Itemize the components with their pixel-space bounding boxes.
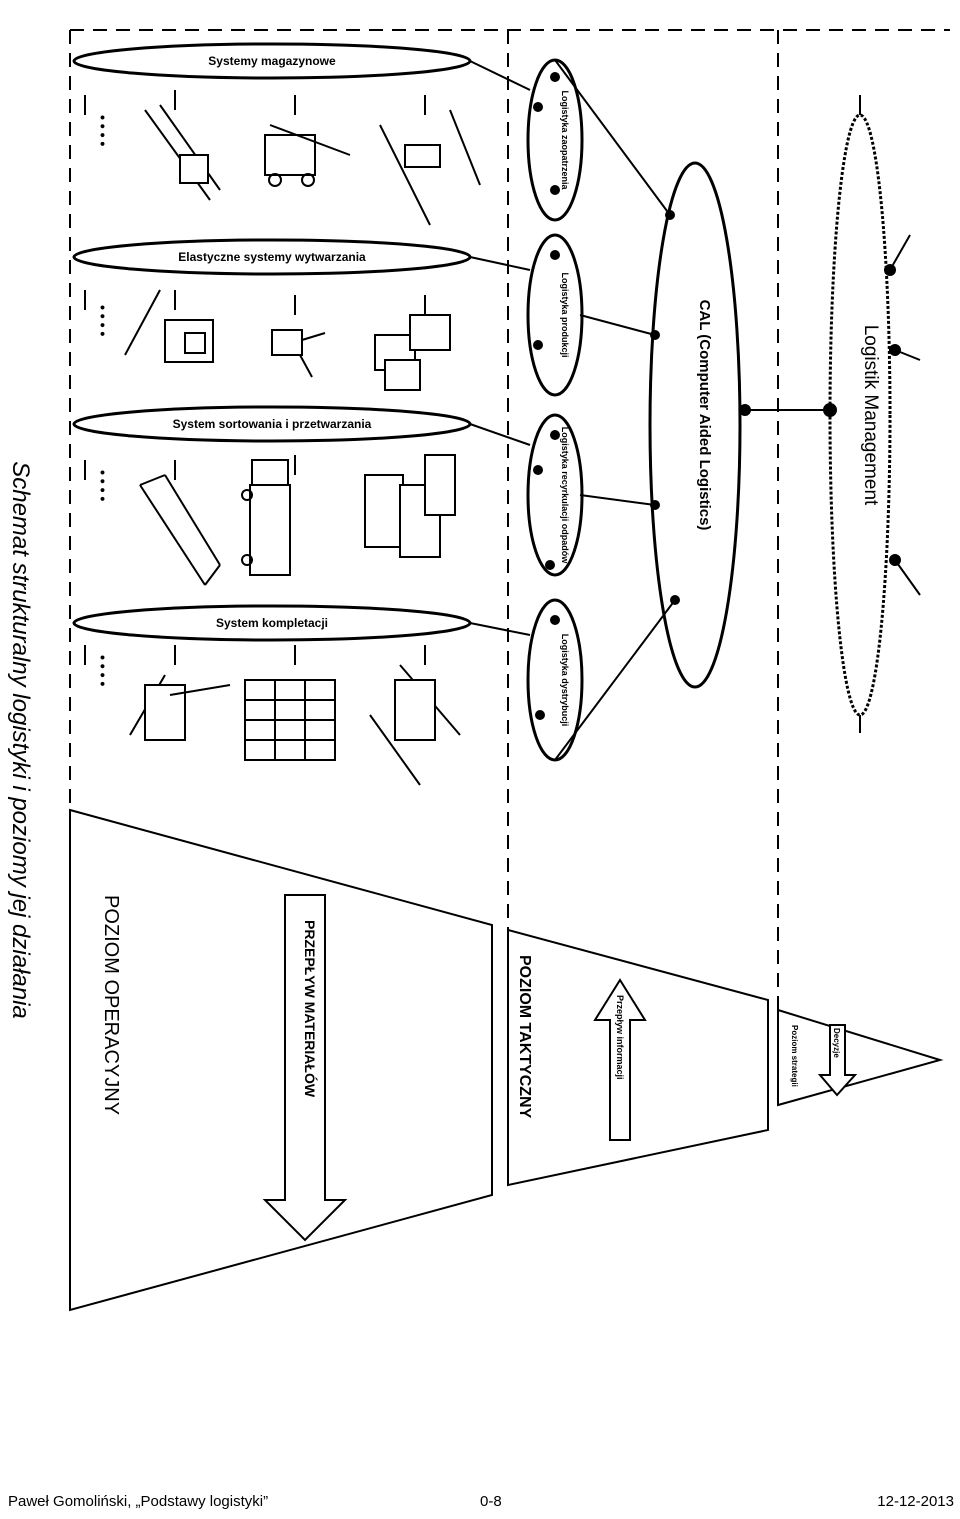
ellipsis-dots-1: • • • • [95,305,111,336]
material-flow-label: PRZEPŁYW MATERIAŁÓW [302,920,319,1098]
material-flow-arrow [262,894,348,1242]
pyramid-operational-band [69,808,493,1312]
information-flow-arrow [593,978,647,1141]
connector-nodes [533,72,751,720]
footer-page-number: 0-8 [480,1493,502,1510]
strategic-level-label: Poziom strategii [790,1025,799,1087]
pallet-blocks-icon [364,454,456,558]
carton-stack-icon [244,645,336,761]
overhead-crane-icon [379,95,481,226]
slide-title-text: Schemat strukturalny logistyki i poziomy… [7,461,34,1019]
forklift-icon [264,95,351,187]
ellipsis-dots-0: • • • • [95,115,111,146]
decisions-arrow [817,1024,858,1097]
operational-ring-labels: Systemy magazynowe Elastyczne systemy wy… [173,54,372,630]
robot-arm-icon [271,295,326,378]
logistics-subsystem-labels: Logistyka zaopatrzenia Logistyka produkc… [560,90,570,726]
management-oval [828,113,892,717]
management-spokes [823,95,921,733]
cal-oval [648,161,742,689]
ellipsis-markers: • • • • • • • • • • • • • • • • [95,115,111,686]
ring-label-0: Systemy magazynowe [208,54,336,68]
decisions-label: Decyzje [832,1028,841,1058]
ring-label-2: System sortowania i przetwarzania [173,417,372,431]
dashed-frame [69,29,950,1315]
logistics-subsystem-ovals [526,58,584,762]
subsystem-to-cal-connectors [554,59,676,761]
ring-to-subsystem-connectors [469,60,531,636]
storage-shelf-icon [369,645,461,786]
subsystem-label-3: Logistyka dystrybucji [560,634,570,727]
ellipsis-dots-2: • • • • [95,470,111,501]
subsystem-label-1: Logistyka produkcji [560,272,570,357]
tactical-level-label: POZIOM TAKTYCZNY [516,955,533,1119]
ellipsis-dots-3: • • • • [95,655,111,686]
sorting-conveyor-icon [84,460,221,586]
cal-label: CAL (Computer Aided Logistics) [696,300,713,531]
management-label: Logistik Management [860,325,881,506]
equipment-sketches [84,90,481,786]
pyramid-strategic-apex [777,1008,944,1107]
machining-center-icon [84,289,214,363]
ring-label-1: Elastyczne systemy wytwarzania [178,250,366,264]
subsystem-label-0: Logistyka zaopatrzenia [560,90,570,190]
pyramid [69,808,944,1312]
subsystem-label-2: Logistyka recyrkulacji odpadów [560,427,570,565]
truck-icon [241,455,296,576]
information-flow-label: Przepływ informacji [615,995,625,1080]
footer-author: Paweł Gomoliński, „Podstawy logistyki” [8,1493,269,1510]
pyramid-tactical-band [507,928,769,1187]
slide-title: Schemat strukturalny logistyki i poziomy… [0,0,40,1300]
rack-conveyor-icon [84,90,221,201]
footer-date: 12-12-2013 [877,1493,954,1510]
picking-station-icon [84,645,231,741]
assembly-cell-icon [374,295,451,391]
ring-label-3: System kompletacji [216,616,328,630]
logistics-structure-diagram: Systemy magazynowe Elastyczne systemy wy… [50,15,960,1345]
operational-level-label: POZIOM OPERACYJNY [100,895,122,1115]
